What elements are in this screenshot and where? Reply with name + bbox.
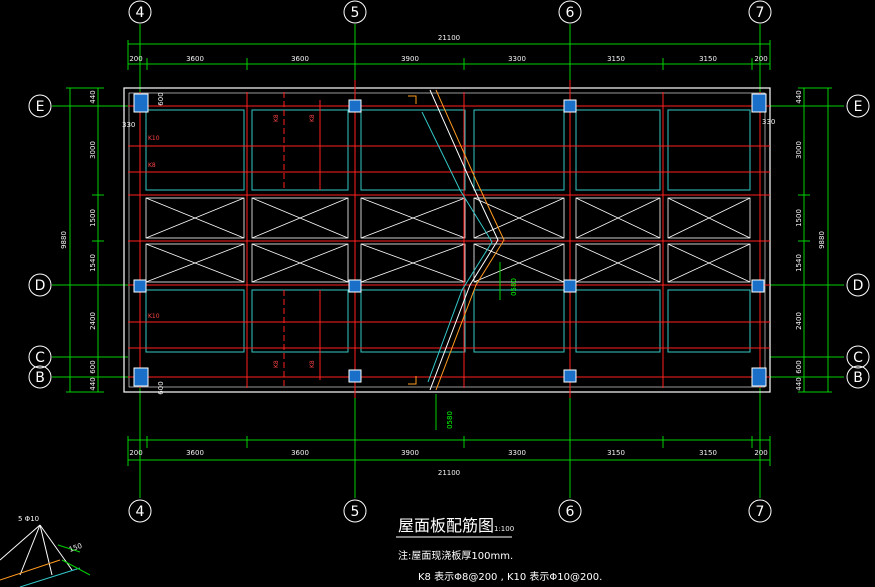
- axis-label-top-4: 4: [136, 5, 145, 21]
- dim-bottom-seg-4: 3900: [401, 449, 419, 457]
- axis-label-bottom-5: 5: [351, 504, 360, 520]
- rebar-label-4: K8: [309, 114, 316, 122]
- dim-left-seg-7: 440: [89, 377, 97, 390]
- rebar-label-7: K8: [309, 360, 316, 368]
- detail-dim: 150: [68, 542, 83, 554]
- dim-bottom-seg-5: 3300: [508, 449, 526, 457]
- axis-bubbles-right: [846, 94, 870, 389]
- dim-right-seg-6: 600: [795, 360, 803, 373]
- axis-bubbles-top: [128, 0, 772, 24]
- dim-bottom-seg-8: 200: [754, 449, 767, 457]
- axis-label-right-B: B: [853, 370, 863, 386]
- dim-top-seg-2: 3600: [186, 55, 204, 63]
- axis-label-left-D: D: [35, 278, 46, 294]
- axis-label-top-5: 5: [351, 5, 360, 21]
- dim-bottom-seg-6: 3150: [607, 449, 625, 457]
- note-line-2: K8 表示Φ8@200 , K10 表示Φ10@200.: [418, 570, 602, 583]
- dim-left-seg-4: 1540: [89, 254, 97, 272]
- dim-top-total: 21100: [438, 34, 460, 42]
- openings-with-cross: [145, 197, 751, 283]
- axis-label-top-6: 6: [566, 5, 575, 21]
- rebar-label-1: K10: [148, 135, 160, 142]
- note-line-1: 注:屋面现浇板厚100mm.: [398, 549, 513, 562]
- drawing-title: 屋面板配筋图: [398, 516, 494, 535]
- dim-right-seg-7: 440: [795, 377, 803, 390]
- slab-outline: [123, 87, 771, 393]
- dim-top-seg-1: 200: [129, 55, 142, 63]
- dim-left-total: 9880: [60, 231, 68, 249]
- columns: [133, 93, 767, 387]
- axis-label-top-7: 7: [756, 5, 765, 21]
- small-label-330-left: 330: [122, 121, 135, 129]
- detail-label: 5 Φ10: [18, 515, 39, 523]
- axis-label-left-C: C: [35, 350, 45, 366]
- drawing-scale: 1:100: [494, 525, 514, 533]
- rebar-label-5: K10: [148, 313, 160, 320]
- dim-top-seg-6: 3150: [607, 55, 625, 63]
- axis-label-right-E: E: [854, 99, 863, 115]
- dim-left-seg-6: 600: [89, 360, 97, 373]
- dim-top-seg-7: 3150: [699, 55, 717, 63]
- rebar-label-2: K8: [148, 162, 156, 169]
- dim-top-seg-8: 200: [754, 55, 767, 63]
- joint-label-lower: 0580: [446, 411, 454, 429]
- axis-label-bottom-4: 4: [136, 504, 145, 520]
- axis-label-left-E: E: [36, 99, 45, 115]
- small-label-330-right: 330: [762, 118, 775, 126]
- small-label-600-bottom: 600: [157, 381, 165, 394]
- dim-top-seg-3: 3600: [291, 55, 309, 63]
- dim-bottom-seg-2: 3600: [186, 449, 204, 457]
- dim-left-seg-2: 3000: [89, 141, 97, 159]
- axis-bubbles-bottom: [128, 499, 772, 523]
- dim-bottom-seg-1: 200: [129, 449, 142, 457]
- slab-panels: [145, 109, 751, 353]
- axis-label-bottom-7: 7: [756, 504, 765, 520]
- small-label-600-top: 600: [157, 92, 165, 105]
- axis-label-right-D: D: [853, 278, 864, 294]
- dim-bottom-seg-3: 3600: [291, 449, 309, 457]
- axis-label-left-B: B: [35, 370, 45, 386]
- dim-left-seg-1: 440: [89, 90, 97, 103]
- dim-right-seg-4: 1540: [795, 254, 803, 272]
- dimension-lines: [66, 40, 832, 466]
- dim-bottom-seg-7: 3150: [699, 449, 717, 457]
- rebar-lines: [128, 80, 770, 398]
- dim-bottom-total: 21100: [438, 469, 460, 477]
- dim-left-seg-5: 2400: [89, 312, 97, 330]
- dim-right-total: 9880: [818, 231, 826, 249]
- dim-right-seg-2: 3000: [795, 141, 803, 159]
- dim-top-seg-5: 3300: [508, 55, 526, 63]
- rebar-label-3: K8: [273, 114, 280, 122]
- dim-left-seg-3: 1500: [89, 209, 97, 227]
- corner-detail: [0, 524, 91, 587]
- dim-top-seg-4: 3900: [401, 55, 419, 63]
- dim-right-seg-1: 440: [795, 90, 803, 103]
- axis-label-right-C: C: [853, 350, 863, 366]
- joint-label-upper: 0580: [510, 278, 518, 296]
- dim-right-seg-5: 2400: [795, 312, 803, 330]
- axis-bubbles-left: [28, 94, 52, 389]
- rebar-label-6: K8: [273, 360, 280, 368]
- expansion-joint: [408, 89, 505, 430]
- dim-right-seg-3: 1500: [795, 209, 803, 227]
- axis-label-bottom-6: 6: [566, 504, 575, 520]
